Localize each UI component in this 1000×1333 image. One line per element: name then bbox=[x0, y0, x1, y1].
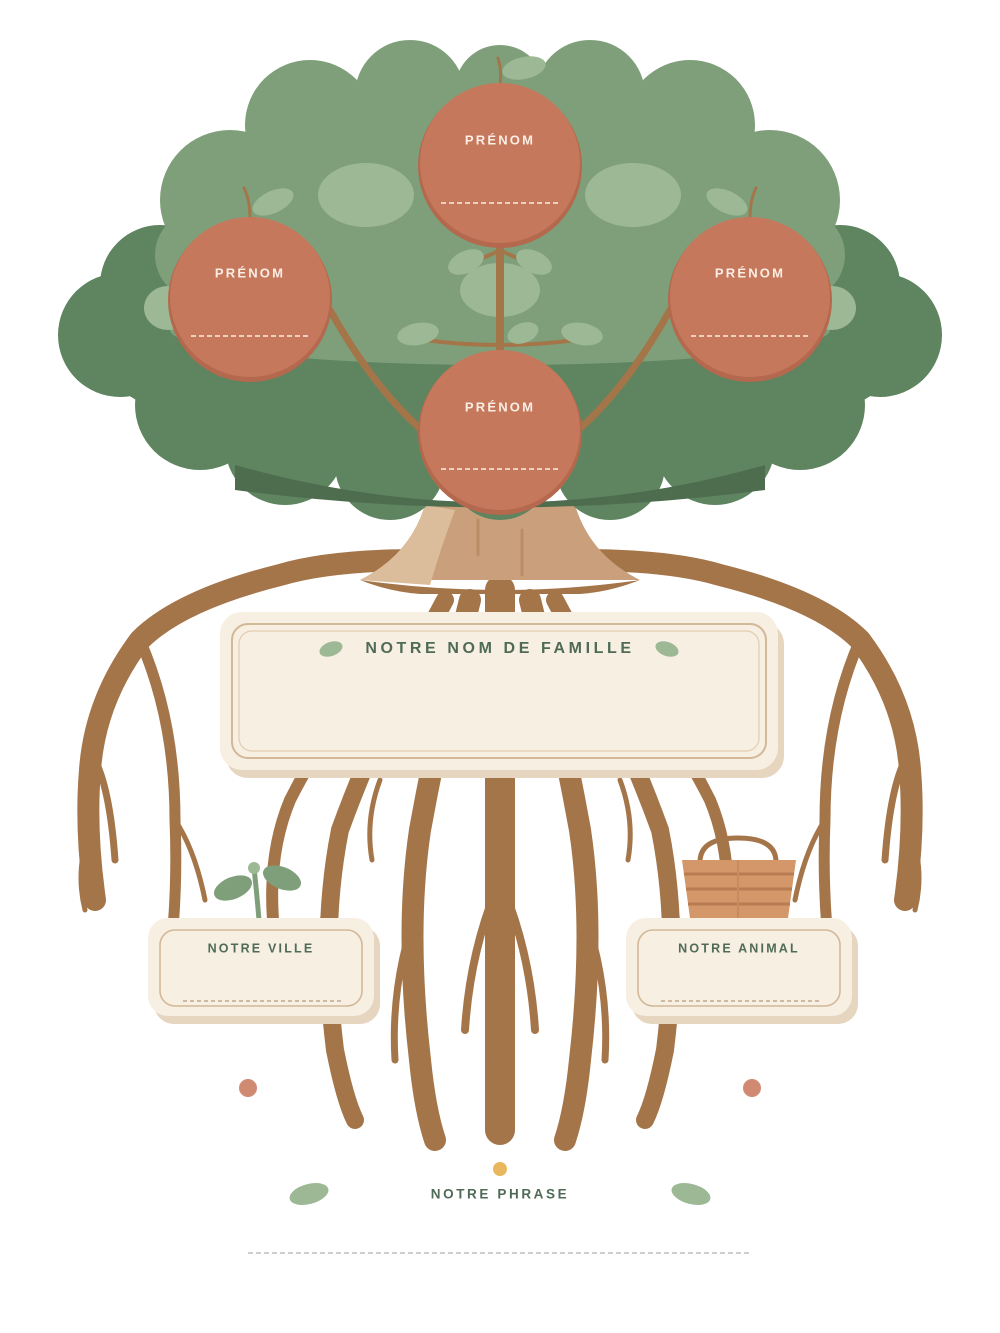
leaf-icon bbox=[319, 641, 343, 657]
pet-label: NOTRE ANIMAL bbox=[678, 941, 800, 955]
apple-top: PRÉNOM bbox=[418, 83, 582, 248]
decorative-dot bbox=[239, 1079, 257, 1097]
member-name-label: PRÉNOM bbox=[215, 265, 285, 280]
leaf-icon bbox=[289, 1183, 329, 1205]
member-name-label: PRÉNOM bbox=[715, 265, 785, 280]
member-name-label: PRÉNOM bbox=[465, 132, 535, 147]
leaf-icon bbox=[671, 1183, 711, 1205]
motto-label: NOTRE PHRASE bbox=[431, 1187, 569, 1202]
decorative-dot bbox=[493, 1162, 507, 1176]
family-name-label: NOTRE NOM DE FAMILLE bbox=[365, 640, 634, 657]
tree-trunk bbox=[360, 505, 640, 594]
city-label: NOTRE VILLE bbox=[208, 941, 315, 955]
apple-right: PRÉNOM bbox=[668, 217, 832, 382]
city-card: NOTRE VILLE bbox=[148, 918, 380, 1024]
family-name-field[interactable] bbox=[260, 670, 740, 740]
apple-left: PRÉNOM bbox=[168, 217, 332, 382]
family-name-card: NOTRE NOM DE FAMILLE bbox=[220, 612, 784, 778]
apple-icon bbox=[170, 217, 330, 377]
decorative-dot bbox=[743, 1079, 761, 1097]
apple-icon bbox=[420, 350, 580, 510]
leaf-icon bbox=[655, 641, 679, 657]
apple-icon bbox=[670, 217, 830, 377]
sprout-icon bbox=[214, 862, 301, 923]
pet-card: NOTRE ANIMAL bbox=[626, 918, 858, 1024]
basket-icon bbox=[682, 835, 796, 918]
leaf-icon bbox=[252, 56, 748, 346]
apple-icon bbox=[420, 83, 580, 243]
apple-bottom: PRÉNOM bbox=[418, 350, 582, 515]
member-name-label: PRÉNOM bbox=[465, 399, 535, 414]
